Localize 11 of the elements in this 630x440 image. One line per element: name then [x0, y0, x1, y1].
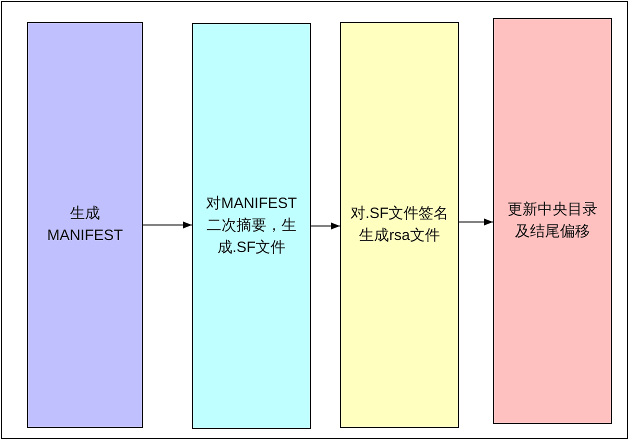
- arrow: [143, 222, 192, 228]
- step-text: 对MANIFEST二次摘要，生成.SF文件: [205, 194, 298, 258]
- step-text: 生成MANIFEST: [46, 204, 124, 246]
- arrow: [311, 222, 340, 230]
- process-box: [493, 18, 612, 424]
- process-box: [27, 22, 143, 428]
- step-text: 对.SF文件签名生成rsa文件: [349, 204, 450, 246]
- process-box: [192, 23, 311, 429]
- arrow: [459, 218, 493, 226]
- process-box: [340, 22, 459, 428]
- step-text: 更新中央目录及结尾偏移: [506, 200, 598, 242]
